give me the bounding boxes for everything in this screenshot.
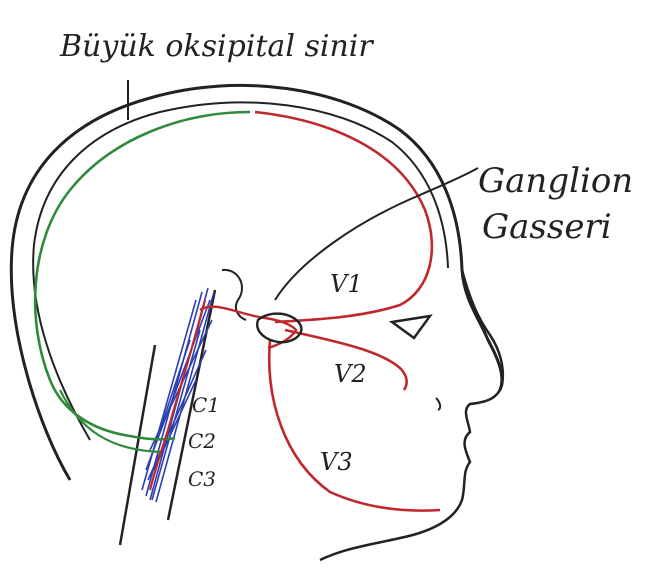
v3-label: V3 [320,448,353,476]
c3-label: C3 [188,467,216,491]
ganglion-label-line1: Ganglion [478,161,633,201]
eye-mark [392,316,430,338]
greater-occipital-nerve-label: Büyük oksipital sinir [59,29,374,64]
greater-occipital-nerve [35,112,250,439]
nostril-mark [436,398,440,410]
c1-label: C1 [192,393,220,417]
ganglion-label-line2: Gasseri [482,207,612,247]
v1-label: V1 [330,270,363,298]
neck-line-back [120,345,155,545]
c2-label: C2 [188,429,216,453]
ganglion-pointer-line [275,168,478,300]
head-outline-inner [33,102,448,440]
v2-label: V2 [334,360,367,388]
